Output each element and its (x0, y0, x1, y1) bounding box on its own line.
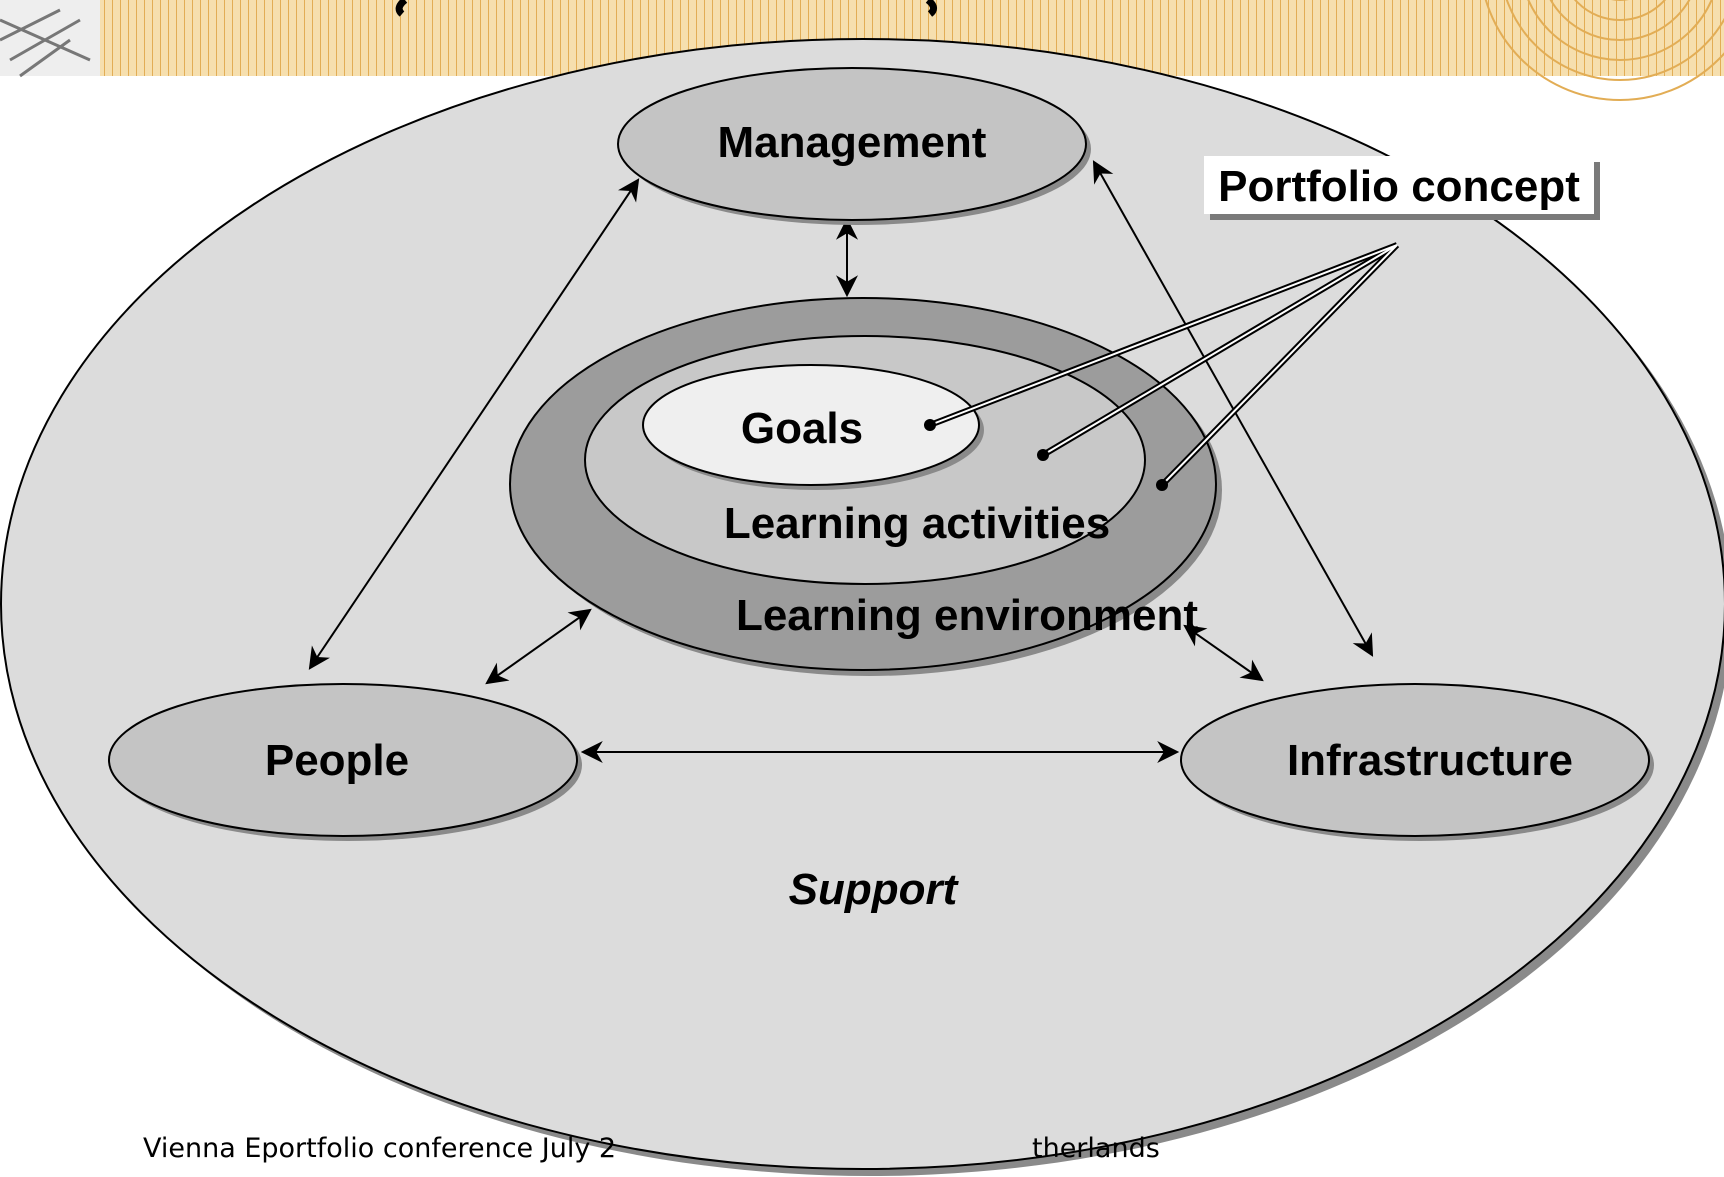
support-label: Support (789, 865, 960, 914)
core-learning-activities-label: Learning activities (724, 499, 1110, 548)
node-management: Management (617, 67, 1091, 225)
node-infrastructure-label: Infrastructure (1287, 736, 1573, 785)
core-goals-label: Goals (741, 404, 863, 453)
banner-arcs (1484, 0, 1724, 101)
node-infrastructure: Infrastructure (1180, 683, 1654, 841)
callout-dot-environment (1156, 479, 1168, 491)
footer-text-left: Vienna Eportfolio conference July 2 (143, 1133, 617, 1164)
portfolio-concept-label: Portfolio concept (1218, 162, 1580, 211)
core-learning-environment-label: Learning environment (736, 591, 1198, 640)
node-people-label: People (265, 736, 409, 785)
arrow-management-people (308, 178, 640, 670)
core-goals: Goals (642, 364, 984, 490)
callout-leader-lines-inner (929, 244, 1398, 486)
footer-text-right: therlands (1032, 1133, 1160, 1164)
arrow-environment-infrastructure (1183, 624, 1264, 682)
node-people: People (108, 683, 582, 841)
callout-dot-activities (1037, 449, 1049, 461)
banner-logo (0, 0, 100, 78)
arrow-people-environment (485, 608, 592, 685)
node-management-label: Management (718, 118, 987, 167)
banner-title-fragment-2 (925, 0, 937, 17)
portfolio-concept-callout: Portfolio concept (924, 156, 1600, 491)
banner-title-fragment (395, 0, 408, 17)
callout-dot-goals (924, 419, 936, 431)
